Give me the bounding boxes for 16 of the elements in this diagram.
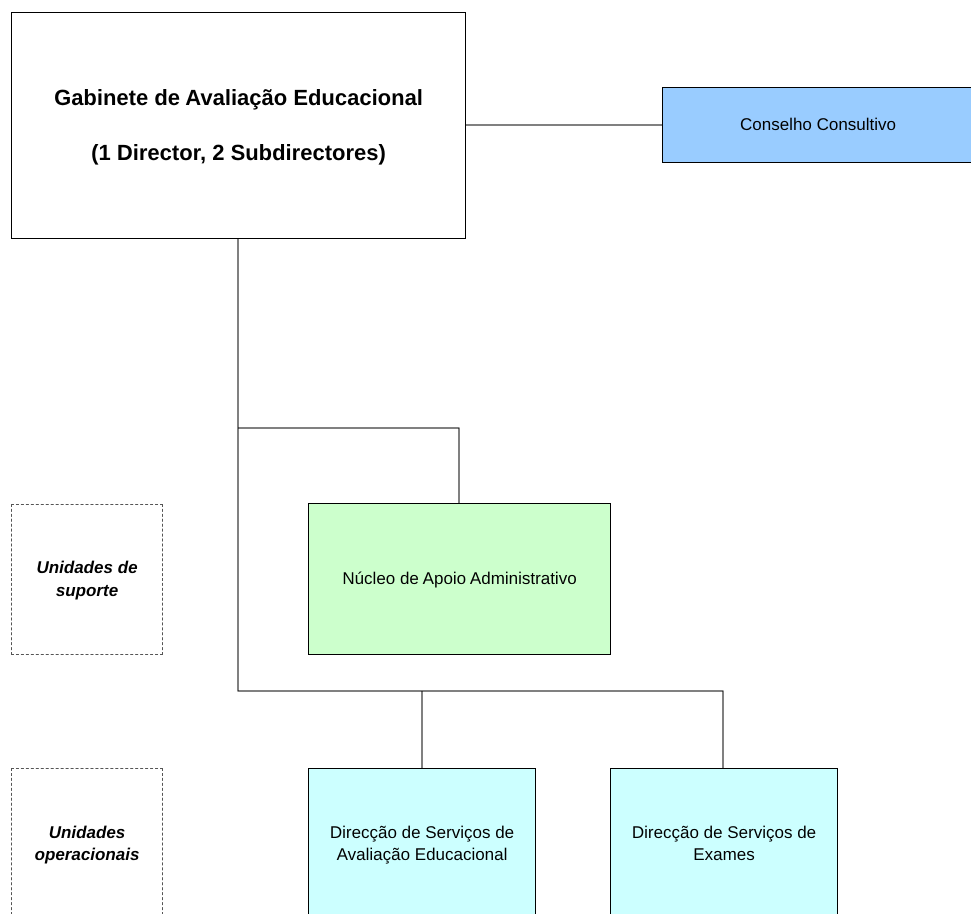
director-box bbox=[11, 12, 466, 239]
unit-box bbox=[308, 503, 611, 655]
group-label-box bbox=[11, 504, 163, 655]
group-label-box bbox=[11, 768, 163, 914]
unit-box bbox=[662, 87, 971, 163]
box-label: Núcleo de Apoio Administrativo bbox=[342, 568, 577, 590]
unit-box bbox=[308, 768, 536, 914]
unit-box bbox=[610, 768, 838, 914]
connector-line bbox=[466, 124, 662, 126]
subtitle-text: (1 Director, 2 Subdirectores) bbox=[91, 138, 386, 167]
box-label: Unidades operacionais bbox=[34, 822, 140, 866]
title-text: Gabinete de Avaliação Educacional bbox=[54, 84, 423, 112]
box-label: Direcção de Serviços de Avaliação Educacional bbox=[328, 822, 516, 866]
box-label: Conselho Consultivo bbox=[740, 114, 896, 136]
box-label: Direcção de Serviços de Exames bbox=[630, 822, 818, 866]
box-label: Unidades de suporte bbox=[35, 557, 139, 602]
